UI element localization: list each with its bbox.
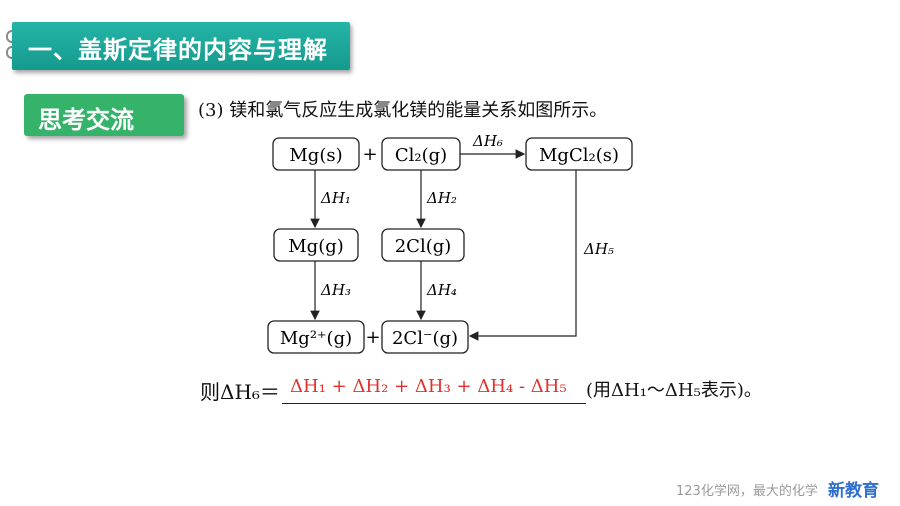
node-2clm-g: 2Cl⁻(g): [392, 328, 458, 349]
node-cl2-g: Cl₂(g): [395, 145, 447, 166]
node-mgcl2-s: MgCl₂(s): [539, 145, 619, 166]
section-badge: [24, 94, 184, 136]
arrow-dh5: [468, 170, 577, 341]
node-2cl-g-box: [381, 228, 465, 262]
label-dh2: ΔH₂: [426, 189, 457, 207]
watermark-text: 123化学网，最大的化学: [676, 484, 818, 499]
page-title: 一、盖斯定律的内容与理解: [28, 36, 328, 64]
node-mg-g: Mg(g): [288, 236, 344, 257]
answer-prefix: 则ΔH₆＝: [200, 380, 280, 404]
watermark-logo: 新教育: [828, 481, 879, 501]
section-badge-label: 思考交流: [38, 106, 134, 134]
question-text: (3) 镁和氯气反应生成氯化镁的能量关系如图所示。: [198, 100, 608, 121]
node-mg2-g-box: [267, 320, 365, 354]
node-2clm-g-box: [381, 320, 469, 354]
node-mg-s-box: [272, 137, 360, 171]
label-dh3: ΔH₃: [320, 281, 351, 299]
node-mg2-g: Mg²⁺(g): [280, 328, 352, 349]
plus-sign-bottom: +: [365, 327, 380, 348]
title-bar: [12, 22, 350, 70]
label-dh4: ΔH₄: [426, 281, 457, 299]
node-mg-g-box: [273, 228, 359, 262]
label-dh1: ΔH₁: [320, 189, 351, 207]
node-mg-s: Mg(s): [289, 145, 342, 166]
plus-sign-top: +: [362, 144, 377, 165]
label-dh6: ΔH₆: [472, 132, 503, 150]
answer-underline: [282, 403, 586, 404]
node-2cl-g: 2Cl(g): [395, 236, 452, 257]
node-mgcl2-s-box: [525, 137, 633, 171]
answer-value: ΔH₁ + ΔH₂ + ΔH₃ + ΔH₄ - ΔH₅: [290, 376, 567, 397]
label-dh5: ΔH₅: [583, 240, 614, 258]
answer-suffix: (用ΔH₁～ΔH₅表示)。: [586, 380, 762, 401]
